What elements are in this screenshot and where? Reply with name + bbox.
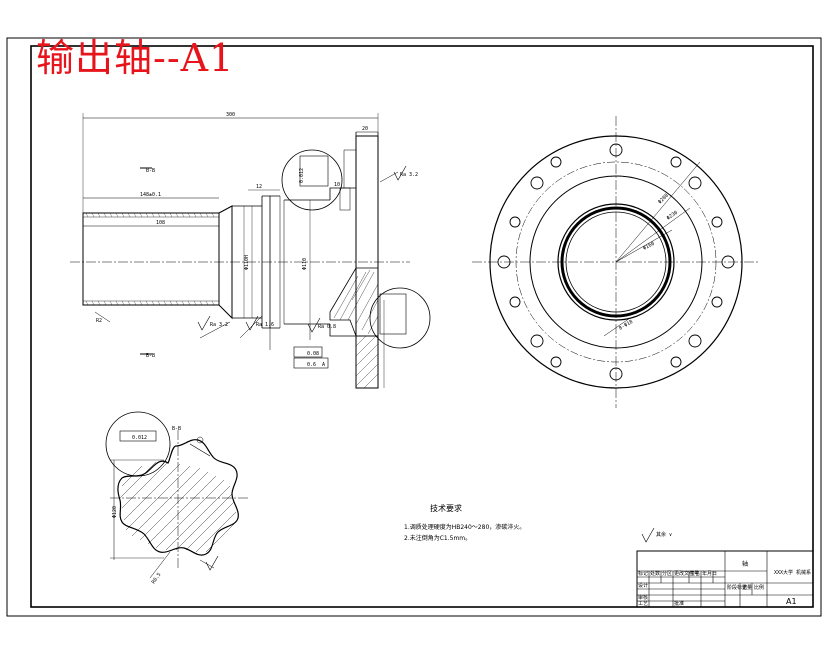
flange-end-view (472, 116, 760, 408)
title-block (636, 550, 814, 608)
svg-text:148±0.1: 148±0.1 (140, 192, 161, 198)
svg-text:分区: 分区 (662, 570, 672, 577)
svg-text:B-B: B-B (172, 426, 181, 432)
technical-requirements: 技术要求 1.调质处理硬度为HB240～280，渗碳淬火。 2.未注倒角为C1.… (404, 503, 525, 542)
title-block-text: 轴 XXX大学 机械系 A1 标记 处数 分区 更改文件号 签名 年月日 设计 … (638, 560, 811, 607)
spline-section-view (105, 411, 250, 579)
svg-text:更改文件号: 更改文件号 (674, 570, 699, 577)
svg-text:阶段标记: 阶段标记 (727, 584, 747, 591)
svg-text:0.08: 0.08 (307, 351, 319, 357)
drawing-title: 输出轴--A1 (36, 36, 235, 80)
svg-text:A: A (322, 362, 325, 368)
svg-text:108: 108 (156, 220, 165, 226)
svg-text:比例: 比例 (754, 584, 764, 591)
svg-text:Φ230: Φ230 (666, 210, 679, 222)
svg-text:300: 300 (226, 112, 235, 118)
tech-note-2: 2.未注倒角为C1.5mm。 (404, 534, 471, 542)
svg-text:Ra 0.8: Ra 0.8 (318, 324, 336, 330)
roughness-rest: 其余 ∨ (641, 527, 672, 543)
svg-text:0.012: 0.012 (132, 435, 147, 441)
svg-text:批准: 批准 (674, 600, 684, 607)
tech-note-1: 1.调质处理硬度为HB240～280，渗碳淬火。 (404, 523, 525, 531)
svg-text:10: 10 (334, 182, 340, 188)
part-name: 轴 (742, 560, 748, 568)
svg-text:工艺: 工艺 (638, 601, 648, 607)
svg-text:20: 20 (362, 126, 368, 132)
svg-text:B-B: B-B (146, 353, 155, 359)
svg-text:Ra 3.2: Ra 3.2 (400, 172, 418, 178)
company-name: XXX大学 机械系 (774, 569, 811, 576)
svg-text:Φ120: Φ120 (112, 506, 118, 518)
svg-text:Φ280: Φ280 (657, 193, 670, 206)
svg-text:Φ160: Φ160 (642, 241, 655, 252)
svg-text:签名: 签名 (690, 570, 700, 577)
svg-text:R0.5: R0.5 (151, 572, 163, 585)
tech-title: 技术要求 (430, 503, 462, 513)
svg-text:12: 12 (256, 184, 262, 190)
shaft-front-view (70, 113, 431, 389)
svg-text:8-Φ18: 8-Φ18 (618, 319, 634, 332)
svg-text:标记: 标记 (638, 570, 648, 577)
svg-text:审核: 审核 (638, 594, 648, 601)
svg-text:Φ110H: Φ110H (244, 255, 250, 270)
svg-text:0.012: 0.012 (299, 168, 305, 183)
svg-text:Ra 1.6: Ra 1.6 (256, 322, 274, 328)
outer-frame (6, 37, 822, 617)
svg-text:年月日: 年月日 (702, 570, 717, 577)
svg-text:重量: 重量 (742, 584, 752, 591)
spline-text: B-B Φ120 R0.5 0.012 (112, 426, 181, 585)
svg-text:B-B: B-B (146, 168, 155, 174)
svg-text:Ra 3.2: Ra 3.2 (210, 322, 228, 328)
shaft-dimension-text: 300 148±0.1 108 12 10 20 Φ110H Φ110 B-B … (96, 112, 418, 368)
inner-frame (30, 45, 814, 608)
svg-text:处数: 处数 (650, 570, 660, 577)
svg-text:0.6: 0.6 (307, 362, 316, 368)
sheet-size: A1 (786, 597, 797, 606)
svg-text:其余 ∨: 其余 ∨ (656, 531, 672, 538)
svg-text:R2: R2 (96, 318, 102, 324)
svg-text:设计: 设计 (638, 582, 648, 589)
svg-text:Φ110: Φ110 (302, 258, 308, 270)
